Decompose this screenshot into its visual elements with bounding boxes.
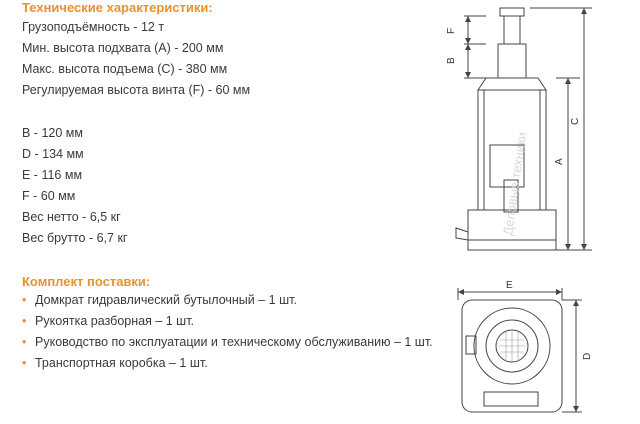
ram-top-view <box>495 329 529 363</box>
dim-d: D - 134 мм <box>22 147 84 161</box>
kit-list: Домкрат гидравлический бутылочный – 1 шт… <box>22 290 450 374</box>
screw-shaft <box>503 15 521 45</box>
base-top-view <box>461 299 563 413</box>
label-d: D <box>582 353 593 360</box>
label-c: C <box>570 118 581 125</box>
cylinder-top-view <box>473 307 551 385</box>
pump-housing <box>489 144 525 188</box>
dim-f: F - 60 мм <box>22 189 76 203</box>
spec-capacity: Грузоподъёмность - 12 т <box>22 20 165 34</box>
kit-item-handle: Рукоятка разборная – 1 шт. <box>22 311 450 332</box>
specs-heading: Технические характеристики: <box>22 0 213 15</box>
dim-e: E - 116 мм <box>22 168 83 182</box>
body-cylinder <box>477 89 547 211</box>
kit-heading: Комплект поставки: <box>22 274 151 289</box>
specs-list: Грузоподъёмность - 12 т Мин. высота подх… <box>22 17 250 101</box>
screw-cap <box>499 7 525 17</box>
base <box>467 209 557 251</box>
label-e: E <box>506 280 513 291</box>
label-a: A <box>554 158 565 165</box>
kit-item-jack: Домкрат гидравлический бутылочный – 1 шт… <box>22 290 450 311</box>
release-valve <box>455 227 469 241</box>
dims-list: B - 120 мм D - 134 мм E - 116 мм F - 60 … <box>22 123 127 249</box>
pump-plunger <box>503 179 519 213</box>
body-top <box>477 77 547 91</box>
weight-gross: Вес брутто - 6,7 кг <box>22 231 128 245</box>
label-b: B <box>446 57 457 64</box>
spec-max-height: Макс. высота подъема (C) - 380 мм <box>22 62 228 76</box>
spec-screw-height: Регулируемая высота винта (F) - 60 мм <box>22 83 251 97</box>
kit-item-box: Транспортная коробка – 1 шт. <box>22 353 450 374</box>
dim-b: B - 120 мм <box>22 126 83 140</box>
spec-min-height: Мин. высота подхвата (A) - 200 мм <box>22 41 224 55</box>
ram <box>497 43 527 79</box>
kit-item-manual: Руководство по эксплуатации и техническо… <box>22 332 450 353</box>
label-f: F <box>446 28 457 34</box>
watermark: Деловые техники <box>500 131 529 236</box>
weight-net: Вес нетто - 6,5 кг <box>22 210 121 224</box>
